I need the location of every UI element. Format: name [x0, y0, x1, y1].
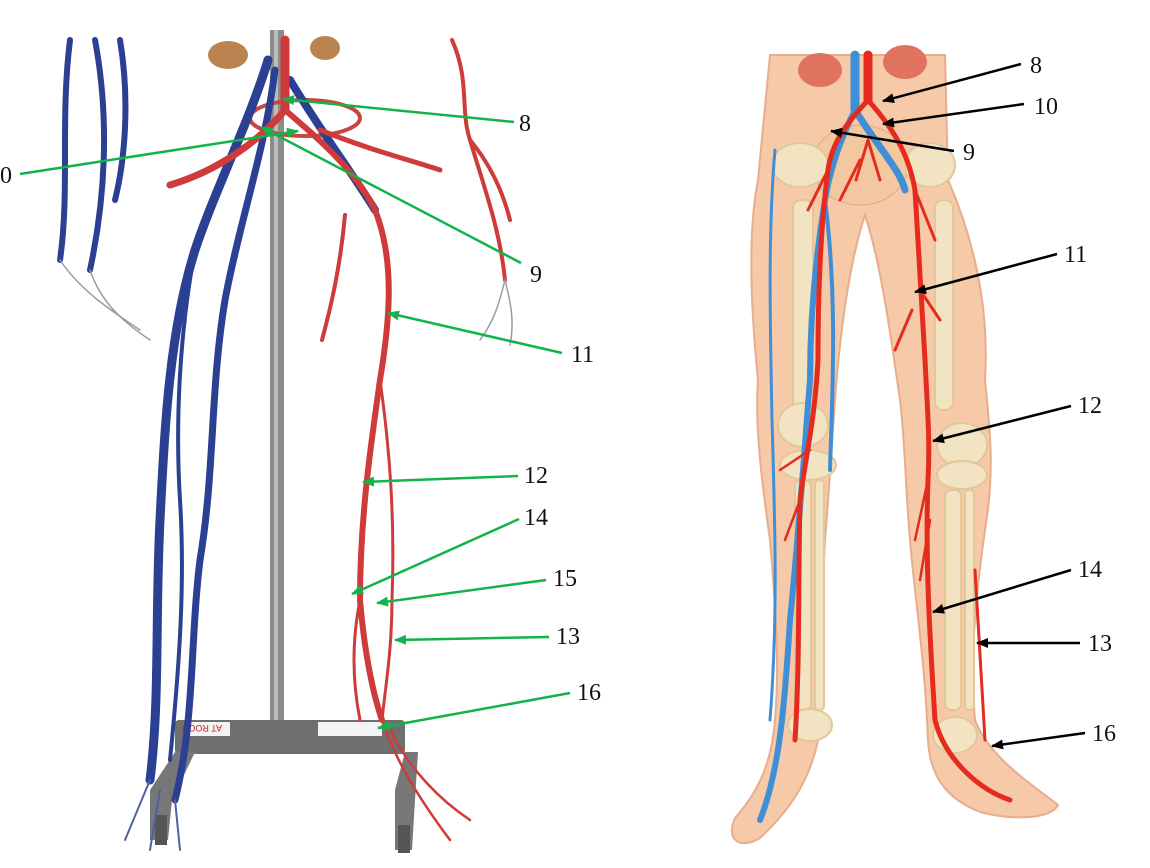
label-8: 8: [519, 111, 531, 137]
arrow-12b: [932, 404, 1072, 444]
arrow-11b: [914, 252, 1058, 294]
label-11: 11: [571, 342, 594, 368]
label-0: 0: [0, 163, 12, 189]
illustration-arteries: [778, 50, 1013, 803]
arrow-10b: [882, 102, 1025, 128]
arrow-14b: [932, 568, 1072, 614]
arrow-0: [19, 127, 299, 176]
label-9b: 9: [963, 140, 975, 166]
arrow-11: [387, 310, 563, 355]
label-9: 9: [530, 262, 542, 288]
illustration-label-arrows: [830, 62, 1086, 750]
arm-veins: [57, 37, 151, 341]
model-labels: 0 8 9 11 12 14 15 13 16: [0, 111, 601, 706]
arrow-8b: [882, 62, 1022, 103]
model-label-arrows: [19, 95, 571, 731]
label-13: 13: [556, 624, 580, 650]
label-16: 16: [577, 680, 601, 706]
abdominal-organs: [208, 36, 362, 138]
label-14b: 14: [1078, 557, 1102, 583]
arrow-13: [394, 634, 550, 645]
arrow-9: [260, 125, 522, 265]
arrow-15: [376, 578, 547, 607]
illustration-labels: 8 10 9 11 12 14 13 16: [963, 53, 1116, 747]
arrow-9b: [830, 127, 955, 153]
label-14: 14: [524, 505, 548, 531]
arm-arteries: [450, 38, 513, 346]
arrow-14: [351, 517, 520, 596]
arrow-16b: [991, 731, 1086, 750]
label-10b: 10: [1034, 94, 1058, 120]
arrow-8: [282, 95, 515, 124]
stand-badge: AT ROOU: [182, 723, 222, 733]
label-12b: 12: [1078, 393, 1102, 419]
label-16b: 16: [1092, 721, 1116, 747]
leg-anatomy-illustration: 8 10 9 11 12 14 13 16: [730, 45, 1116, 845]
label-15: 15: [553, 566, 577, 592]
arrow-12: [362, 474, 519, 487]
label-8b: 8: [1030, 53, 1042, 79]
arrow-16: [377, 691, 571, 731]
label-11b: 11: [1064, 242, 1087, 268]
vascular-model-photo: AT ROOU: [0, 30, 601, 853]
leg-bones: [771, 142, 988, 754]
label-12: 12: [524, 463, 548, 489]
label-13b: 13: [1088, 631, 1112, 657]
model-stand: AT ROOU: [150, 30, 418, 853]
